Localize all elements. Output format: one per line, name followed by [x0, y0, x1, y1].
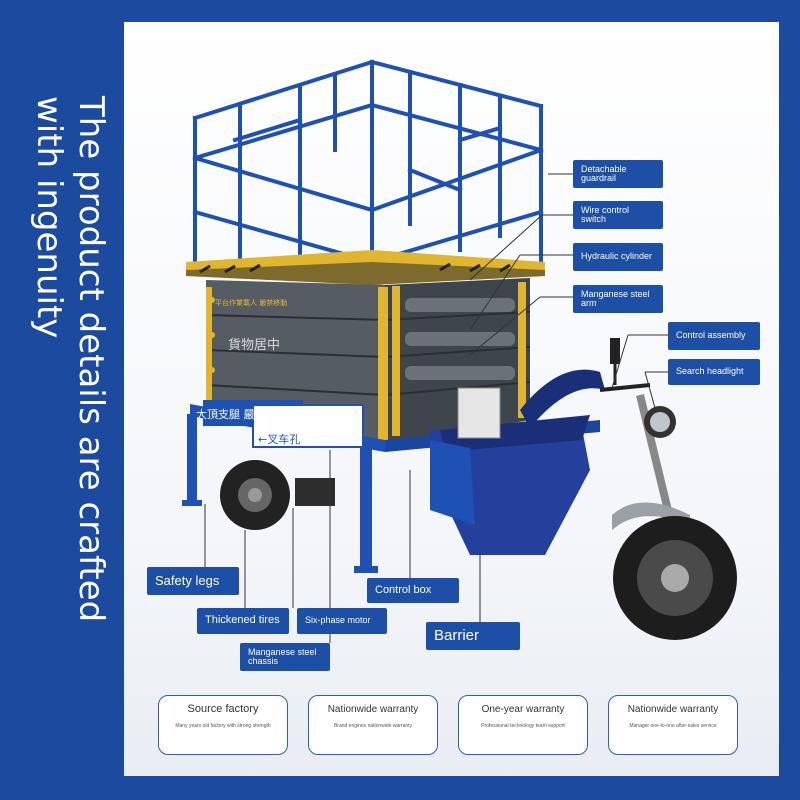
sign-text-4: ←叉车孔: [258, 432, 300, 446]
guardrail: [192, 59, 544, 265]
label-manganese-steel-arm: Manganese steel arm: [573, 285, 663, 313]
label-barrier: Barrier: [426, 622, 520, 650]
label-detachable-guardrail: Detachable guardrail: [573, 160, 663, 188]
six-phase-motor-body: [295, 478, 335, 506]
label-wire-control-switch: Wire control switch: [573, 201, 663, 229]
label-manganese-steel-chassis: Manganese steel chassis: [240, 643, 330, 671]
front-wheel: [613, 516, 737, 640]
label-hydraulic-cylinder: Hydraulic cylinder: [573, 243, 663, 271]
feature-card-source-factory: Source factory Many years old factory wi…: [158, 695, 288, 755]
feature-title: One-year warranty: [481, 704, 565, 715]
callout-lines: [204, 173, 668, 643]
feature-title: Nationwide warranty: [327, 704, 419, 715]
feature-card-nationwide-warranty-1: Nationwide warranty Brand engines nation…: [308, 695, 438, 755]
feature-subtitle: Many years old factory with strong stren…: [175, 723, 271, 729]
sign-text-1: 平台作業載人 嚴禁移動: [215, 298, 287, 307]
control-box-body: [457, 387, 501, 439]
label-thickened-tires: Thickened tires: [197, 608, 289, 634]
feature-title: Nationwide warranty: [627, 704, 719, 715]
rear-wheel: [220, 460, 290, 530]
feature-subtitle: Brand engines nationwide warranty: [333, 723, 413, 729]
feature-card-nationwide-warranty-2: Nationwide warranty Manager one-to-one a…: [608, 695, 738, 755]
safety-legs: [182, 414, 378, 573]
hydraulic-cylinders: [405, 298, 515, 380]
feature-subtitle: Manager one-to-one after-sales service: [629, 723, 717, 729]
sign-text-3: 大頂支腿 嚴禁使用: [196, 407, 288, 421]
label-control-assembly: Control assembly: [668, 322, 760, 350]
feature-subtitle: Professional technology team support: [481, 723, 565, 729]
page-headline: The product details are crafted with ing…: [29, 96, 111, 623]
feature-title: Source factory: [187, 703, 259, 715]
sign-text-2: 貨物居中: [228, 337, 280, 353]
label-safety-legs: Safety legs: [147, 567, 239, 595]
feature-card-one-year-warranty: One-year warranty Professional technolog…: [458, 695, 588, 755]
label-search-headlight: Search headlight: [668, 359, 760, 385]
label-control-box: Control box: [367, 578, 459, 603]
label-six-phase-motor: Six-phase motor: [297, 608, 387, 634]
